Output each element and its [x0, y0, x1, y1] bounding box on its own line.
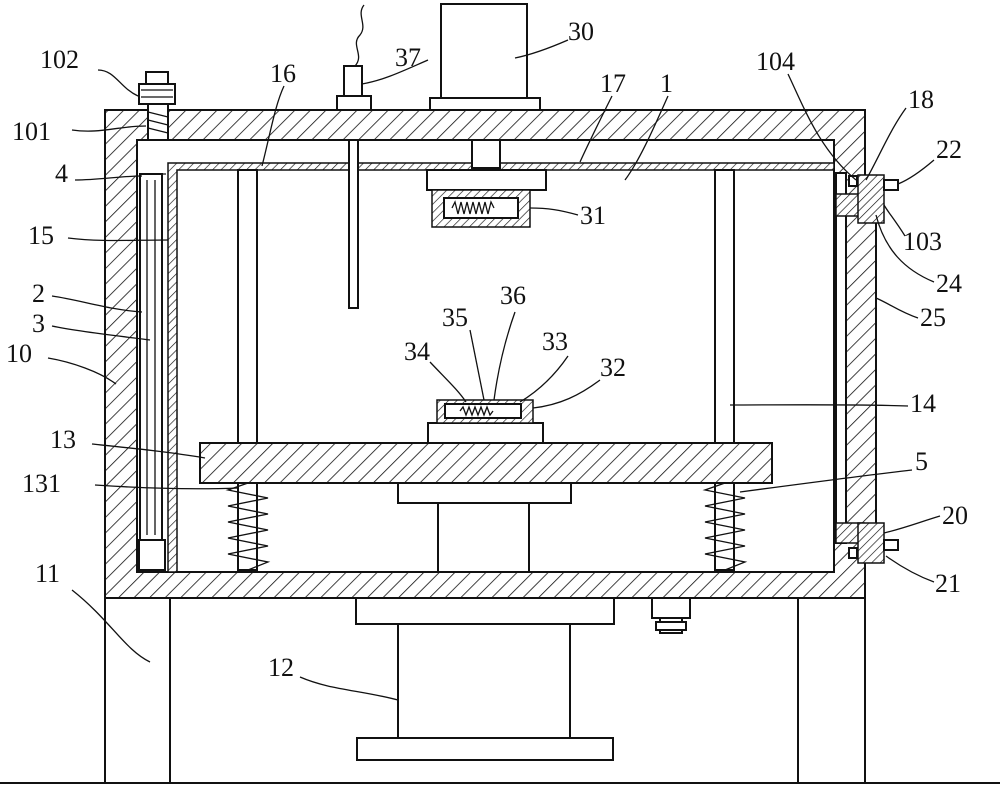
label-5: 5 [915, 447, 928, 476]
label-14: 14 [910, 389, 936, 418]
label-33: 33 [542, 327, 568, 356]
leader-lines [47, 39, 941, 701]
platen [199, 442, 773, 484]
right-door [835, 172, 899, 564]
top-motor [429, 3, 541, 169]
label-20: 20 [942, 501, 968, 530]
label-12: 12 [268, 653, 294, 682]
label-104: 104 [756, 47, 795, 76]
label-34: 34 [404, 337, 430, 366]
labels: 102 101 4 15 2 3 10 13 131 11 12 16 37 3… [6, 17, 968, 682]
label-15: 15 [28, 221, 54, 250]
outer-housing [104, 109, 866, 599]
label-131: 131 [22, 469, 61, 498]
label-25: 25 [920, 303, 946, 332]
probe-rod [348, 139, 359, 309]
label-30: 30 [568, 17, 594, 46]
upper-mold [426, 169, 547, 228]
label-103: 103 [903, 227, 942, 256]
left-channel [138, 173, 166, 571]
label-35: 35 [442, 303, 468, 332]
top-left-screw [138, 71, 176, 141]
lower-mold [427, 399, 544, 444]
inner-liner [167, 162, 835, 573]
label-21: 21 [935, 569, 961, 598]
label-102: 102 [40, 45, 79, 74]
label-18: 18 [908, 85, 934, 114]
central-column [397, 482, 572, 573]
label-11: 11 [35, 559, 60, 588]
label-37: 37 [395, 43, 421, 72]
label-17: 17 [600, 69, 626, 98]
label-1: 1 [660, 69, 673, 98]
sensor [336, 4, 372, 111]
label-101: 101 [12, 117, 51, 146]
label-32: 32 [600, 353, 626, 382]
label-2: 2 [32, 279, 45, 308]
label-24: 24 [936, 269, 962, 298]
label-16: 16 [270, 59, 296, 88]
bottom-cylinder [355, 597, 615, 761]
label-4: 4 [55, 159, 68, 188]
label-3: 3 [32, 309, 45, 338]
right-spring [702, 482, 748, 571]
label-22: 22 [936, 135, 962, 164]
left-spring [225, 482, 271, 571]
label-31: 31 [580, 201, 606, 230]
label-13: 13 [50, 425, 76, 454]
label-10: 10 [6, 339, 32, 368]
label-36: 36 [500, 281, 526, 310]
